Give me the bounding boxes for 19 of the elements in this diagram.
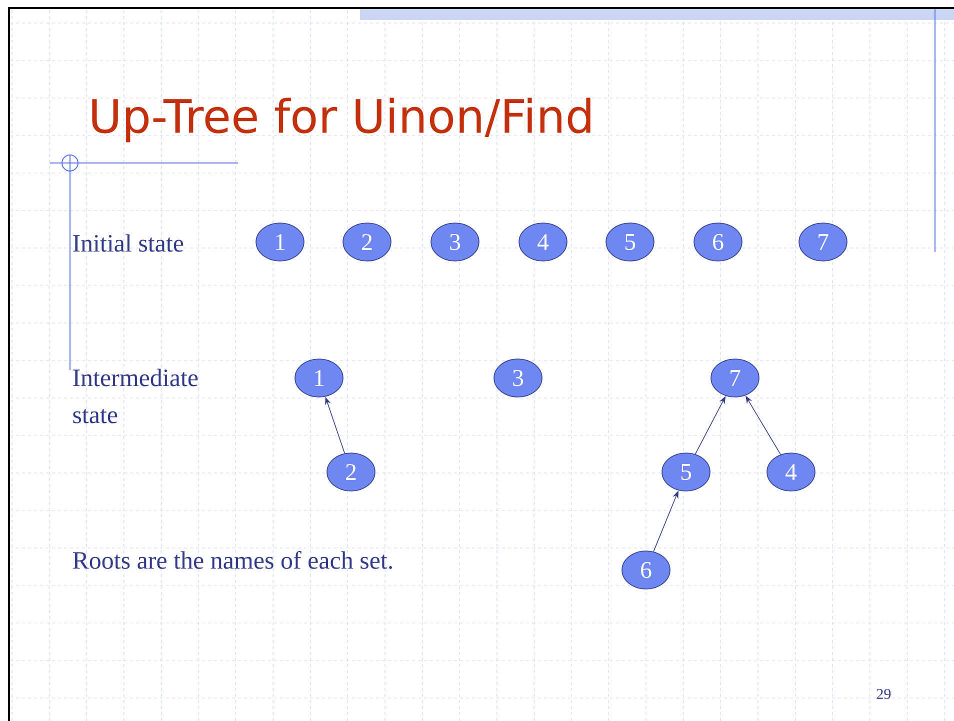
- circle-node: 6: [694, 222, 742, 262]
- label-text: Roots are the names of each set.: [72, 551, 392, 569]
- circle-node: 5: [662, 452, 710, 492]
- circle-node: 3: [430, 222, 480, 262]
- circle-node: 6: [622, 550, 670, 590]
- circle-node: 1: [256, 222, 304, 262]
- circle-node: 3: [494, 358, 542, 398]
- circle-node: 4: [766, 452, 816, 492]
- label-text: Intermediate state: [73, 368, 198, 424]
- label-text: Initial state: [73, 234, 184, 252]
- circle-node: 2: [342, 222, 392, 262]
- page-number: 29: [876, 688, 891, 700]
- circle-node: 1: [294, 358, 344, 398]
- circle-node: 5: [606, 222, 654, 262]
- circle-node: 2: [326, 452, 376, 492]
- circle-node: 4: [518, 222, 568, 262]
- slide-title: Up-Tree for Uinon/Find: [92, 98, 590, 142]
- circle-node: 7: [798, 222, 848, 262]
- circle-node: 7: [710, 358, 760, 398]
